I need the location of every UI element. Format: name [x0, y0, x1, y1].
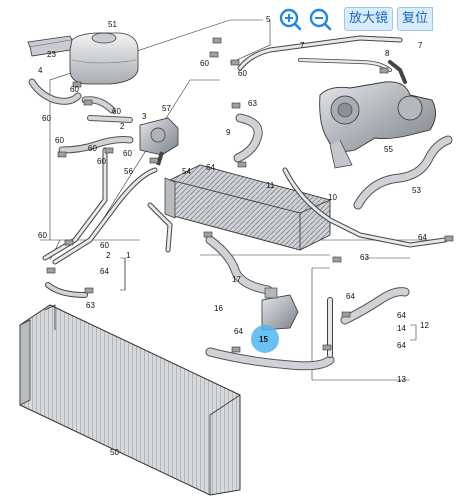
hose-13: [205, 347, 335, 371]
hose-9: [233, 113, 263, 163]
highlight-label-15[interactable]: 15: [259, 335, 268, 344]
hose-53: [353, 135, 453, 210]
callout-2[interactable]: 2: [106, 251, 111, 260]
callout-64[interactable]: 64: [346, 292, 355, 301]
zoom-toolbar: 放大镜 复位: [278, 6, 434, 32]
heat-exchanger: [164, 164, 331, 251]
callout-60[interactable]: 60: [42, 114, 51, 123]
callout-1[interactable]: 1: [126, 251, 131, 260]
callout-11[interactable]: 11: [266, 181, 275, 190]
callout-64[interactable]: 64: [397, 341, 406, 350]
callout-2[interactable]: 2: [120, 122, 125, 131]
callout-64[interactable]: 64: [100, 267, 109, 276]
thermostat-housing: [261, 287, 299, 331]
callout-56[interactable]: 56: [124, 167, 133, 176]
coolant-pump: [139, 117, 179, 166]
callout-60[interactable]: 60: [123, 149, 132, 158]
upper-right-pipes: [237, 35, 407, 84]
hose-clamps: [46, 37, 454, 353]
callout-60[interactable]: 60: [38, 231, 47, 240]
callout-60[interactable]: 60: [97, 157, 106, 166]
callout-60[interactable]: 60: [112, 107, 121, 116]
expansion-tank: [69, 32, 139, 85]
callout-64[interactable]: 64: [206, 163, 215, 172]
magnifier-button[interactable]: 放大镜: [344, 7, 394, 31]
callout-9[interactable]: 9: [226, 128, 231, 137]
callout-23[interactable]: 23: [47, 50, 56, 59]
callout-64[interactable]: 64: [418, 233, 427, 242]
callout-55[interactable]: 55: [384, 145, 393, 154]
hose-12-group: [327, 287, 410, 358]
callout-8[interactable]: 8: [385, 49, 390, 58]
zoom-in-button[interactable]: [278, 7, 302, 31]
callout-14[interactable]: 14: [397, 324, 406, 333]
callout-10[interactable]: 10: [328, 193, 337, 202]
pipe-10: [282, 167, 448, 248]
callout-13[interactable]: 13: [397, 375, 406, 384]
callout-60[interactable]: 60: [238, 69, 247, 78]
callout-4[interactable]: 4: [38, 66, 43, 75]
callout-64[interactable]: 64: [234, 327, 243, 336]
callout-60[interactable]: 60: [55, 136, 64, 145]
callout-51[interactable]: 51: [108, 20, 117, 29]
zoom-out-icon: [309, 8, 332, 31]
zoom-in-icon: [279, 8, 302, 31]
turbocharger: [319, 81, 436, 169]
coolant-pipes-left: [42, 147, 173, 298]
callout-57[interactable]: 57: [162, 104, 171, 113]
restore-button[interactable]: 复位: [397, 7, 434, 31]
callout-labels: 51 23 4 60 60 60 2 3 57 60 60 60 60 56 6…: [38, 15, 429, 457]
radiator: [19, 304, 241, 496]
callout-54[interactable]: 54: [182, 167, 191, 176]
callout-7[interactable]: 7: [300, 41, 305, 50]
callout-16[interactable]: 16: [214, 304, 223, 313]
highlight-circle[interactable]: [251, 325, 279, 353]
callout-60[interactable]: 60: [70, 85, 79, 94]
callout-12[interactable]: 12: [420, 321, 429, 330]
callout-60[interactable]: 60: [88, 144, 97, 153]
callout-64[interactable]: 64: [397, 311, 406, 320]
tank-bracket: [27, 35, 73, 57]
callout-63[interactable]: 63: [248, 99, 257, 108]
callout-60[interactable]: 60: [200, 59, 209, 68]
callout-63[interactable]: 63: [86, 301, 95, 310]
leader-lines: [40, 19, 440, 381]
callout-5[interactable]: 5: [266, 15, 271, 24]
callout-53[interactable]: 53: [412, 186, 421, 195]
callout-63[interactable]: 63: [360, 253, 369, 262]
hose-17: [205, 235, 273, 295]
callout-3[interactable]: 3: [142, 112, 147, 121]
callout-7[interactable]: 7: [418, 41, 423, 50]
zoom-out-button[interactable]: [308, 7, 332, 31]
callout-50[interactable]: 50: [110, 448, 119, 457]
callout-17[interactable]: 17: [232, 275, 241, 284]
callout-60[interactable]: 60: [100, 241, 109, 250]
